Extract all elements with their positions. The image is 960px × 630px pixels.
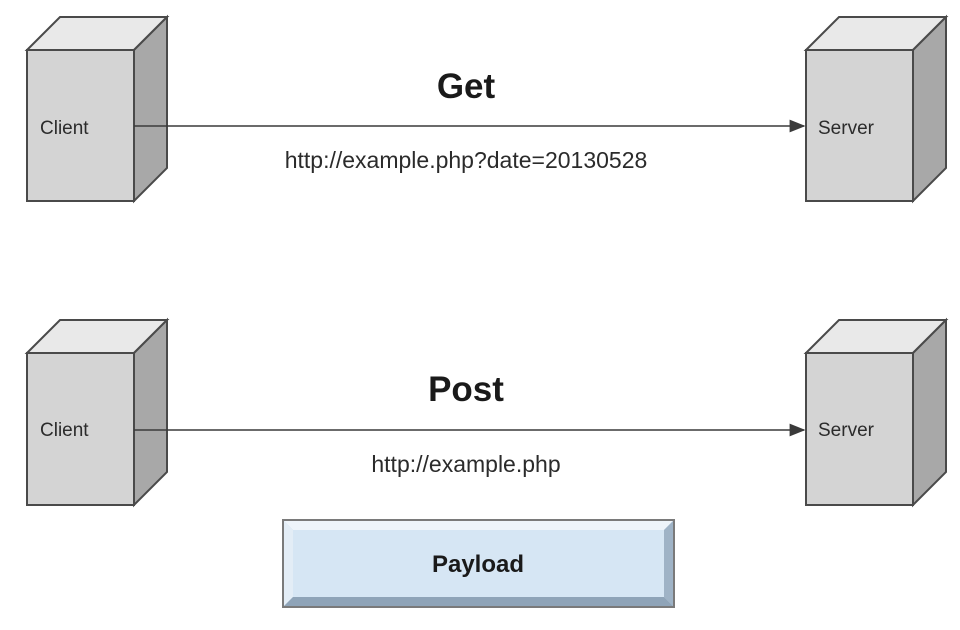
payload-box: Payload [282,519,675,608]
get-server-box-side [912,14,947,204]
payload-bevel-left [283,520,293,607]
post-client-label: Client [40,420,89,441]
get-client-node: Client [24,14,170,204]
get-client-box-side [133,14,168,204]
payload-label: Payload [432,551,524,578]
post-url-label: http://example.php [371,451,560,477]
post-method-label: Post [428,370,504,409]
get-flow: Client Server Get http://example.php?dat… [24,14,949,204]
get-server-box-front [805,49,914,202]
payload-bevel-top [283,520,674,530]
payload-bevel-right [664,520,674,607]
payload-box-outline [282,519,675,608]
get-client-label: Client [40,118,89,139]
get-client-box-front [26,49,135,202]
get-url-label: http://example.php?date=20130528 [285,147,648,173]
post-server-node: Server [803,317,949,508]
post-client-node: Client [24,317,170,508]
payload-bevel-bottom [283,597,674,607]
post-flow: Client Server Post http://example.php Pa… [24,317,949,608]
post-client-box-side [133,317,168,508]
get-server-node: Server [803,14,949,204]
post-server-box-side [912,317,947,508]
post-server-label: Server [818,420,875,441]
get-method-label: Get [437,67,496,106]
get-server-label: Server [818,118,875,139]
post-client-box-front [26,352,135,506]
payload-box-face [293,530,664,597]
post-server-box-front [805,352,914,506]
